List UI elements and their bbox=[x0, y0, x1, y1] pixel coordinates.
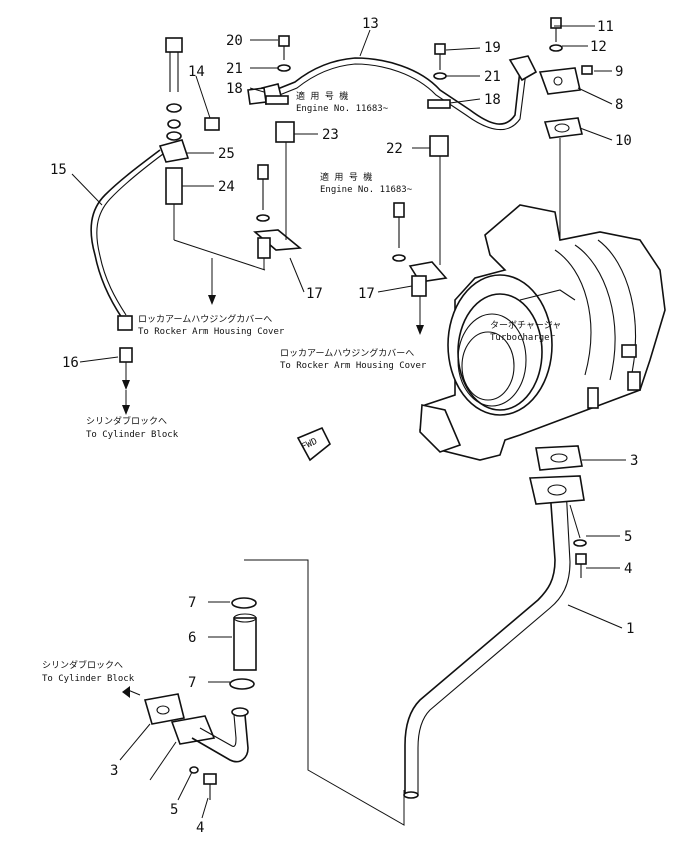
serial-note-en-a: Engine No. 11683~ bbox=[296, 104, 389, 114]
cylinder-note-jp-b: シリンダブロックへ bbox=[42, 659, 123, 671]
bracket-right bbox=[392, 135, 449, 335]
flange-and-gasket bbox=[538, 67, 583, 240]
callout-12: 12 bbox=[590, 39, 607, 55]
callout-4-right: 4 bbox=[624, 561, 632, 577]
callout-20: 20 bbox=[226, 33, 243, 49]
rocker-note-en-a: To Rocker Arm Housing Cover bbox=[138, 327, 285, 337]
rocker-note-en-b: To Rocker Arm Housing Cover bbox=[280, 361, 427, 371]
cylinder-block-arrows bbox=[122, 390, 130, 415]
callout-11: 11 bbox=[597, 19, 614, 35]
cylinder-note-en-b: To Cylinder Block bbox=[42, 674, 135, 684]
callout-9: 9 bbox=[615, 64, 623, 80]
callout-21-right: 21 bbox=[484, 69, 501, 85]
forward-direction-badge: FWD bbox=[296, 426, 332, 462]
rocker-note-jp-b: ロッカアームハウジングカバーへ bbox=[280, 347, 414, 359]
cylinder-note-jp-a: シリンダブロックへ bbox=[86, 415, 167, 427]
callout-4-left: 4 bbox=[196, 820, 204, 836]
serial-note-en-b: Engine No. 11683~ bbox=[320, 185, 413, 195]
callout-18-left: 18 bbox=[226, 81, 243, 97]
callout-22: 22 bbox=[386, 141, 403, 157]
callout-15: 15 bbox=[50, 162, 67, 178]
turbo-label-en: Turbocharger bbox=[490, 333, 556, 343]
turbo-label-jp: ターボチャージャ bbox=[490, 320, 561, 331]
callout-17-left: 17 bbox=[306, 286, 323, 302]
callout-5-left: 5 bbox=[170, 802, 178, 818]
turbocharger bbox=[419, 204, 666, 461]
callout-5-right: 5 bbox=[624, 529, 632, 545]
rocker-note-jp-a: ロッカアームハウジングカバーへ bbox=[138, 313, 272, 325]
eye-bolt-and-hose bbox=[90, 37, 220, 390]
callout-3-right: 3 bbox=[630, 453, 638, 469]
serial-note-jp-a: 適 用 号 機 bbox=[296, 90, 348, 102]
callout-7-top: 7 bbox=[188, 595, 196, 611]
callout-24: 24 bbox=[218, 179, 235, 195]
callout-7-bottom: 7 bbox=[188, 675, 196, 691]
bolts-top-right bbox=[277, 17, 593, 80]
drain-hose-and-clamps bbox=[229, 559, 405, 826]
oil-drain-pipe bbox=[403, 445, 587, 799]
callout-23: 23 bbox=[322, 127, 339, 143]
cylinder-note-en-a: To Cylinder Block bbox=[86, 430, 179, 440]
text-notes: 適 用 号 機 Engine No. 11683~ 適 用 号 機 Engine… bbox=[42, 90, 561, 684]
callout-6: 6 bbox=[188, 630, 196, 646]
callout-numbers: 11 12 9 8 10 19 21 18 13 20 21 18 23 22 … bbox=[50, 16, 638, 836]
lower-elbow-pipe bbox=[122, 686, 249, 800]
callout-17-right: 17 bbox=[358, 286, 375, 302]
left-routing bbox=[173, 204, 266, 305]
callout-13: 13 bbox=[362, 16, 379, 32]
serial-note-jp-b: 適 用 号 機 bbox=[320, 171, 372, 183]
callout-14: 14 bbox=[188, 64, 205, 80]
callout-16: 16 bbox=[62, 355, 79, 371]
callout-8: 8 bbox=[615, 97, 623, 113]
callout-18-right: 18 bbox=[484, 92, 501, 108]
oil-inlet-tube bbox=[247, 55, 538, 131]
callout-10: 10 bbox=[615, 133, 632, 149]
callout-21-left: 21 bbox=[226, 61, 243, 77]
callout-19: 19 bbox=[484, 40, 501, 56]
callout-1: 1 bbox=[626, 621, 634, 637]
bracket-left bbox=[253, 121, 303, 259]
callout-25: 25 bbox=[218, 146, 235, 162]
callout-leaders bbox=[71, 25, 626, 819]
callout-3-left: 3 bbox=[110, 763, 118, 779]
